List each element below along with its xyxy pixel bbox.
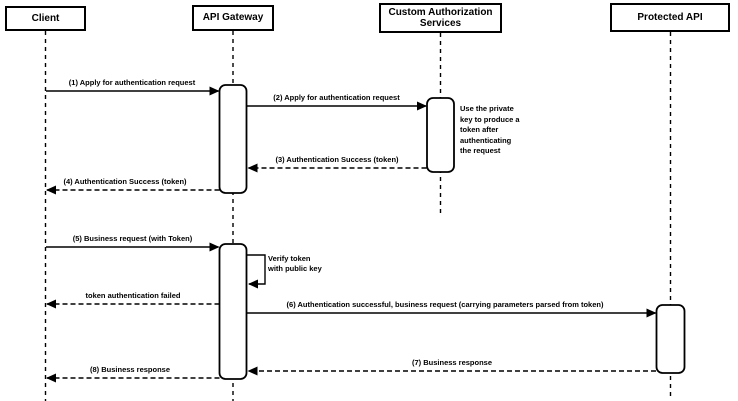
message-label-5: (5) Business request (with Token): [72, 234, 193, 243]
actor-api-gateway-label: API Gateway: [202, 12, 264, 24]
actor-custom-authorization-services-label: Custom Authorization Services: [388, 6, 493, 30]
actor-client-label: Client: [31, 12, 60, 24]
message-label-2: (2) Apply for authentication request: [273, 93, 400, 102]
activation-custom-authorization: [426, 97, 455, 173]
actor-protected-api-label: Protected API: [637, 11, 703, 23]
message-label-4: (4) Authentication Success (token): [63, 177, 187, 186]
actor-custom-authorization-services: Custom Authorization Services: [379, 3, 502, 33]
message-label-3: (3) Authentication Success (token): [275, 155, 399, 164]
actor-api-gateway: API Gateway: [192, 5, 274, 31]
message-label-6: (6) Authentication successful, business …: [286, 300, 604, 309]
activation-protected-api: [655, 304, 686, 374]
activation-api-gateway-2: [218, 243, 248, 380]
message-arrow-self-verify-token: [247, 254, 266, 289]
message-label-8: (8) Business response: [89, 365, 171, 374]
actor-protected-api: Protected API: [610, 3, 730, 32]
actor-client: Client: [5, 6, 86, 31]
message-label-token-failed: token authentication failed: [85, 291, 181, 300]
activation-api-gateway-1: [218, 84, 248, 194]
message-label-self-verify-token: Verify token with public key: [268, 254, 322, 273]
message-label-1: (1) Apply for authentication request: [68, 78, 196, 87]
note-private-key: Use the private key to produce a token a…: [460, 104, 520, 155]
message-label-7: (7) Business response: [411, 358, 493, 367]
